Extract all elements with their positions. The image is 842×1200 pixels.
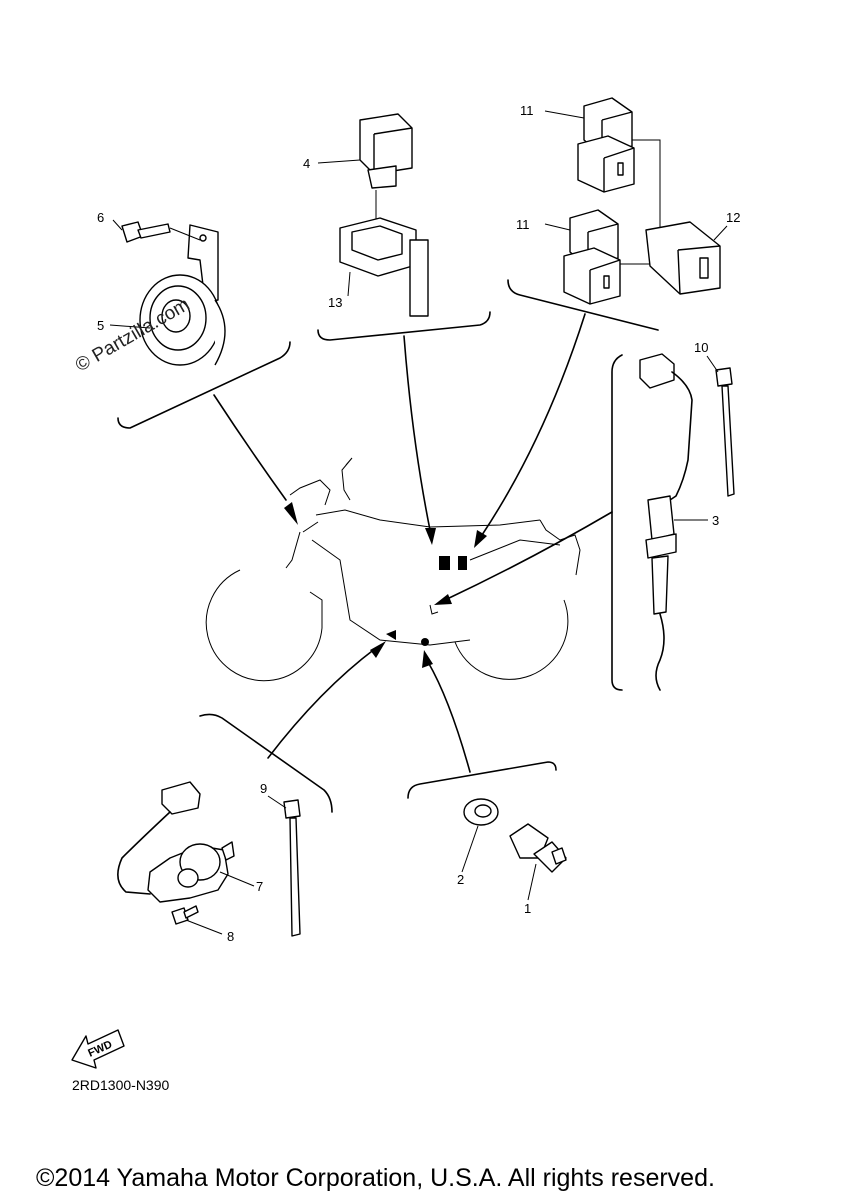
- relay-part: [359, 113, 413, 222]
- callout-10: 10: [694, 340, 708, 355]
- horn-part: [139, 224, 226, 366]
- callout-3: 3: [712, 513, 719, 528]
- callout-7: 7: [256, 879, 263, 894]
- relay-holder-part: [339, 217, 429, 317]
- horn-group-bracket: [117, 341, 298, 525]
- pump-bolt-part: [171, 905, 199, 925]
- relay-assembly-upper: [577, 97, 635, 193]
- fuel-pump-part: [117, 781, 235, 903]
- callout-1: 1: [524, 901, 531, 916]
- callout-11-upper: 11: [520, 103, 534, 118]
- relay-connector-part: [620, 139, 721, 295]
- fwd-arrow-icon: FWD: [71, 1029, 125, 1069]
- diagram-code: 2RD1300-N390: [72, 1077, 169, 1093]
- sensor-part: [639, 353, 693, 691]
- callout-8: 8: [227, 929, 234, 944]
- motorcycle-silhouette: [205, 457, 581, 682]
- washer-part: [463, 798, 499, 826]
- relay-pair-group-bracket: [474, 279, 659, 548]
- leader-lines: [109, 110, 728, 935]
- sensor-group-bracket: [434, 354, 623, 691]
- cable-tie-lower-part: [283, 799, 301, 937]
- relay-group-bracket: [317, 311, 491, 545]
- callout-4: 4: [303, 156, 310, 171]
- callout-2: 2: [457, 872, 464, 887]
- bolt-part: [121, 221, 201, 243]
- callout-5: 5: [97, 318, 104, 333]
- relay-assembly-lower: [563, 209, 621, 305]
- callout-12: 12: [726, 210, 740, 225]
- cable-tie-upper-part: [715, 367, 735, 497]
- callout-13: 13: [328, 295, 342, 310]
- callout-6: 6: [97, 210, 104, 225]
- copyright-notice: ©2014 Yamaha Motor Corporation, U.S.A. A…: [36, 1164, 715, 1192]
- callout-9: 9: [260, 781, 267, 796]
- fuel-pump-group-bracket: [199, 641, 386, 813]
- switch-group-bracket: [407, 650, 557, 799]
- switch-part: [509, 823, 567, 873]
- callout-numbers: 6 5 4 13 11 11 12 10 3 9 7 8 2 1: [97, 103, 740, 944]
- callout-11-lower: 11: [516, 217, 530, 232]
